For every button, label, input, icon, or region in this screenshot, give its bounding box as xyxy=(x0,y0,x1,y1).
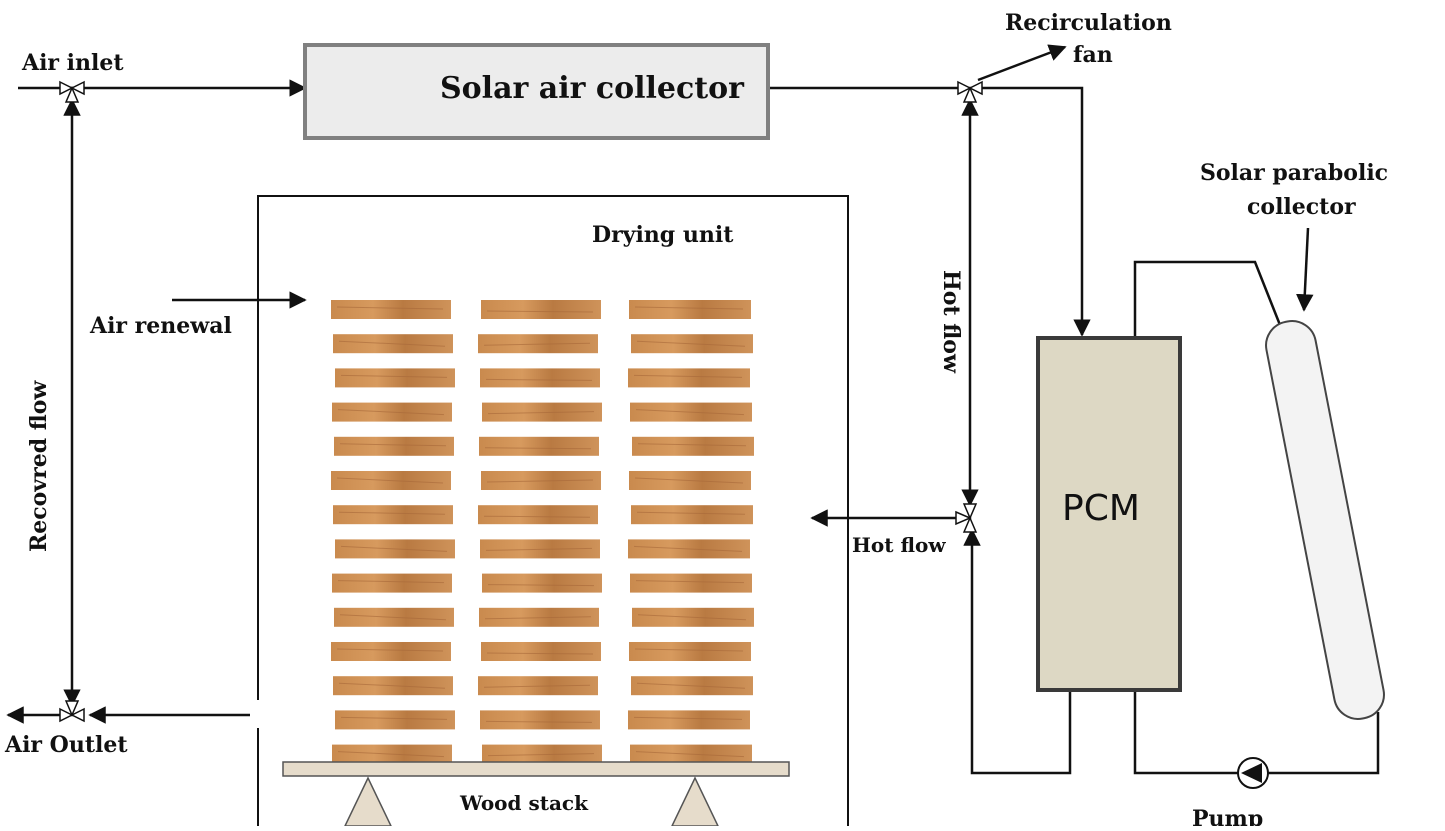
wood-plank xyxy=(481,300,601,319)
wood-plank xyxy=(480,368,600,388)
wood-grain xyxy=(483,515,591,518)
wood-grain xyxy=(337,751,445,758)
wood-grain xyxy=(637,614,747,621)
wood-plank xyxy=(482,573,602,593)
wood-plank xyxy=(333,505,453,525)
wood-grain xyxy=(634,306,744,310)
wood-plank xyxy=(629,300,751,319)
wood-grain xyxy=(486,310,594,313)
wood-grain xyxy=(486,652,594,655)
solar-air-collector xyxy=(303,43,770,140)
pcm-tank xyxy=(1036,336,1182,692)
wood-grain xyxy=(336,648,444,652)
wood-plank xyxy=(331,300,451,319)
wood-grain xyxy=(485,720,593,723)
wood-grain xyxy=(637,443,747,447)
stack-support-right xyxy=(670,776,720,827)
wood-grain xyxy=(633,545,743,552)
solar-parabolic-label-2: collector xyxy=(1247,194,1356,220)
wood-plank xyxy=(331,642,451,661)
wood-plank xyxy=(632,436,754,456)
wood-grain xyxy=(487,411,595,415)
wood-grain xyxy=(636,682,746,689)
solar-air-collector-label: Solar air collector xyxy=(440,71,745,106)
wood-grain xyxy=(337,409,445,416)
wood-grain xyxy=(338,340,446,347)
wood-grain xyxy=(483,684,591,688)
wood-stack-base xyxy=(282,761,790,777)
wood-grain xyxy=(634,648,744,652)
wood-grain xyxy=(484,616,592,620)
wood-grain xyxy=(338,682,446,689)
pump-icon xyxy=(1237,757,1269,789)
pipe-network xyxy=(6,44,1380,775)
wood-grain xyxy=(633,374,743,378)
hot-flow-vertical-label: Hot flow xyxy=(938,270,964,374)
recovered-flow-label: Recovred flow xyxy=(26,380,52,552)
valve-recirculation-icon xyxy=(957,80,983,103)
drying-unit-enclosure xyxy=(257,195,849,826)
valve-hotflow-icon xyxy=(955,503,978,533)
wood-grain xyxy=(635,409,745,416)
wood-grain xyxy=(636,511,746,515)
wood-plank xyxy=(335,368,455,388)
air-inlet-label: Air inlet xyxy=(21,50,124,76)
solar-parabolic-label-1: Solar parabolic xyxy=(1200,160,1388,186)
wood-plank xyxy=(335,710,455,730)
wood-plank xyxy=(479,436,599,456)
wood-plank xyxy=(628,710,750,730)
wood-grain xyxy=(635,751,745,758)
wood-grain xyxy=(340,545,448,552)
wood-grain xyxy=(339,614,447,621)
wood-plank xyxy=(630,573,752,593)
hot-flow-horizontal-label: Hot flow xyxy=(852,533,946,557)
wood-stack-planks xyxy=(331,300,754,764)
wood-grain xyxy=(484,447,592,450)
wood-grain xyxy=(339,443,447,447)
wood-plank xyxy=(332,573,452,593)
wood-plank xyxy=(480,710,600,730)
wood-grain xyxy=(483,342,591,346)
pcm-label: PCM xyxy=(1062,488,1140,529)
wood-grain xyxy=(336,477,444,484)
wood-plank xyxy=(628,368,750,388)
wood-grain xyxy=(633,716,743,720)
pump-label: Pump xyxy=(1192,806,1263,826)
wood-plank xyxy=(481,642,601,661)
recirculation-fan-label-2: fan xyxy=(1073,42,1113,68)
wood-grain xyxy=(487,753,595,757)
valve-outlet-icon xyxy=(59,700,85,723)
wood-grain xyxy=(340,374,448,378)
valves xyxy=(59,80,983,723)
solar-parabolic-collector xyxy=(1265,320,1385,720)
wood-plank xyxy=(629,642,751,661)
wood-grain xyxy=(485,378,593,381)
air-outlet-label: Air Outlet xyxy=(4,732,128,758)
wood-plank xyxy=(631,505,753,525)
wood-grain xyxy=(487,584,595,587)
wood-grain xyxy=(635,580,745,584)
air-renewal-label: Air renewal xyxy=(89,313,232,339)
wood-grain xyxy=(340,716,448,720)
valve-inlet-icon xyxy=(59,80,85,103)
stack-support-left xyxy=(343,776,393,827)
wood-grain xyxy=(338,511,446,515)
wood-grain xyxy=(485,547,593,551)
wood-stack-label: Wood stack xyxy=(459,791,589,815)
wood-grain xyxy=(337,580,445,584)
wood-grain xyxy=(634,477,744,484)
wood-grain xyxy=(336,306,444,310)
drying-unit-label: Drying unit xyxy=(592,222,734,248)
wood-plank xyxy=(334,436,454,456)
wood-plank xyxy=(478,505,598,525)
recirculation-fan-label-1: Recirculation xyxy=(1005,10,1172,36)
wood-grain xyxy=(486,479,594,483)
wood-grain xyxy=(636,340,746,347)
